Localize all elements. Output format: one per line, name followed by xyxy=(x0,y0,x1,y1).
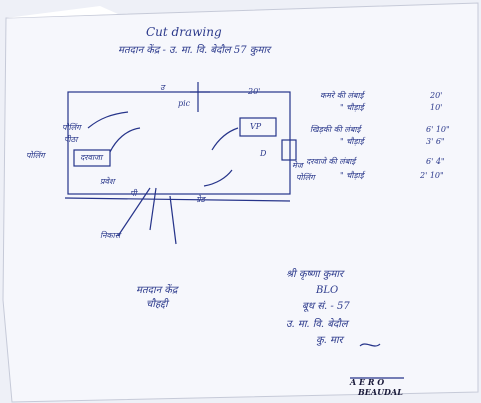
dimension-value: 10' xyxy=(430,103,443,112)
arrow-path-4 xyxy=(203,169,233,187)
left-cluster-2: पीठा xyxy=(64,135,78,144)
left-note-line-2: चौहद्दी xyxy=(146,299,168,310)
stamp-line-2: BEAUDAL xyxy=(358,387,403,397)
arrow-path-1 xyxy=(87,111,129,129)
signature-flourish xyxy=(359,343,381,347)
dimension-label: " चौड़ाई xyxy=(340,137,364,146)
north-marker: उ xyxy=(160,83,165,92)
dimension-value: 2' 10" xyxy=(420,171,444,180)
room-baseline xyxy=(64,197,291,202)
room-outline xyxy=(67,91,291,195)
entry-line xyxy=(117,187,151,237)
exit-label: निकास xyxy=(100,231,121,240)
entry-label-1: प्रवेश xyxy=(100,177,115,186)
signature-place: कु. मार xyxy=(316,335,343,346)
left-side-label: दरवाजा xyxy=(80,153,103,162)
dimension-label: दरवाजे की लंबाई xyxy=(306,157,356,166)
entry-label-2: पी xyxy=(130,189,137,198)
right-mark: पोलिंग xyxy=(296,173,315,182)
arrow-path-2 xyxy=(109,127,141,153)
door-box xyxy=(281,139,297,161)
left-cluster-1: पोलिंग xyxy=(62,123,81,132)
signature-name: श्री कृष्णा कुमार xyxy=(286,269,344,280)
arrow-path-3 xyxy=(211,127,239,151)
door-mark: D xyxy=(260,149,267,158)
dimension-label: कमरे की लंबाई xyxy=(320,91,364,100)
left-table-box xyxy=(73,149,111,167)
right-box-label: मेज xyxy=(292,161,303,170)
signature-school: उ. मा. वि. बेदौल xyxy=(286,319,348,330)
dimension-label: खिड़की की लंबाई xyxy=(310,125,361,134)
left-note-line-1: मतदान केंद्र xyxy=(136,285,178,296)
document-title: Cut drawing xyxy=(146,25,222,39)
dimension-value: 6' 4" xyxy=(426,157,445,166)
stamp-line-1: A E R O xyxy=(350,377,385,387)
signature-booth: बूथ सं. - 57 xyxy=(302,301,350,312)
dimension-value: 6' 10" xyxy=(426,125,450,134)
dimension-value: 20' xyxy=(430,91,443,100)
dimension-label: " चौड़ाई xyxy=(340,103,364,112)
room-label: VP xyxy=(250,122,262,131)
top-dimension: 20' xyxy=(248,87,261,96)
document-subtitle: मतदान केंद्र - उ. मा. वि. बेदौल 57 कुमार xyxy=(118,45,271,56)
exit-line xyxy=(149,187,157,231)
left-mark: पोलिंग xyxy=(26,151,45,160)
dimension-value: 3' 6" xyxy=(426,137,445,146)
exit-line-2 xyxy=(169,195,177,245)
signature-designation: BLO xyxy=(316,285,339,296)
vp-box xyxy=(239,117,277,137)
bottom-dimension: ग्रेड xyxy=(196,195,205,204)
dimension-label: " चौड़ाई xyxy=(340,171,364,180)
top-room-mark: pic xyxy=(178,99,191,108)
